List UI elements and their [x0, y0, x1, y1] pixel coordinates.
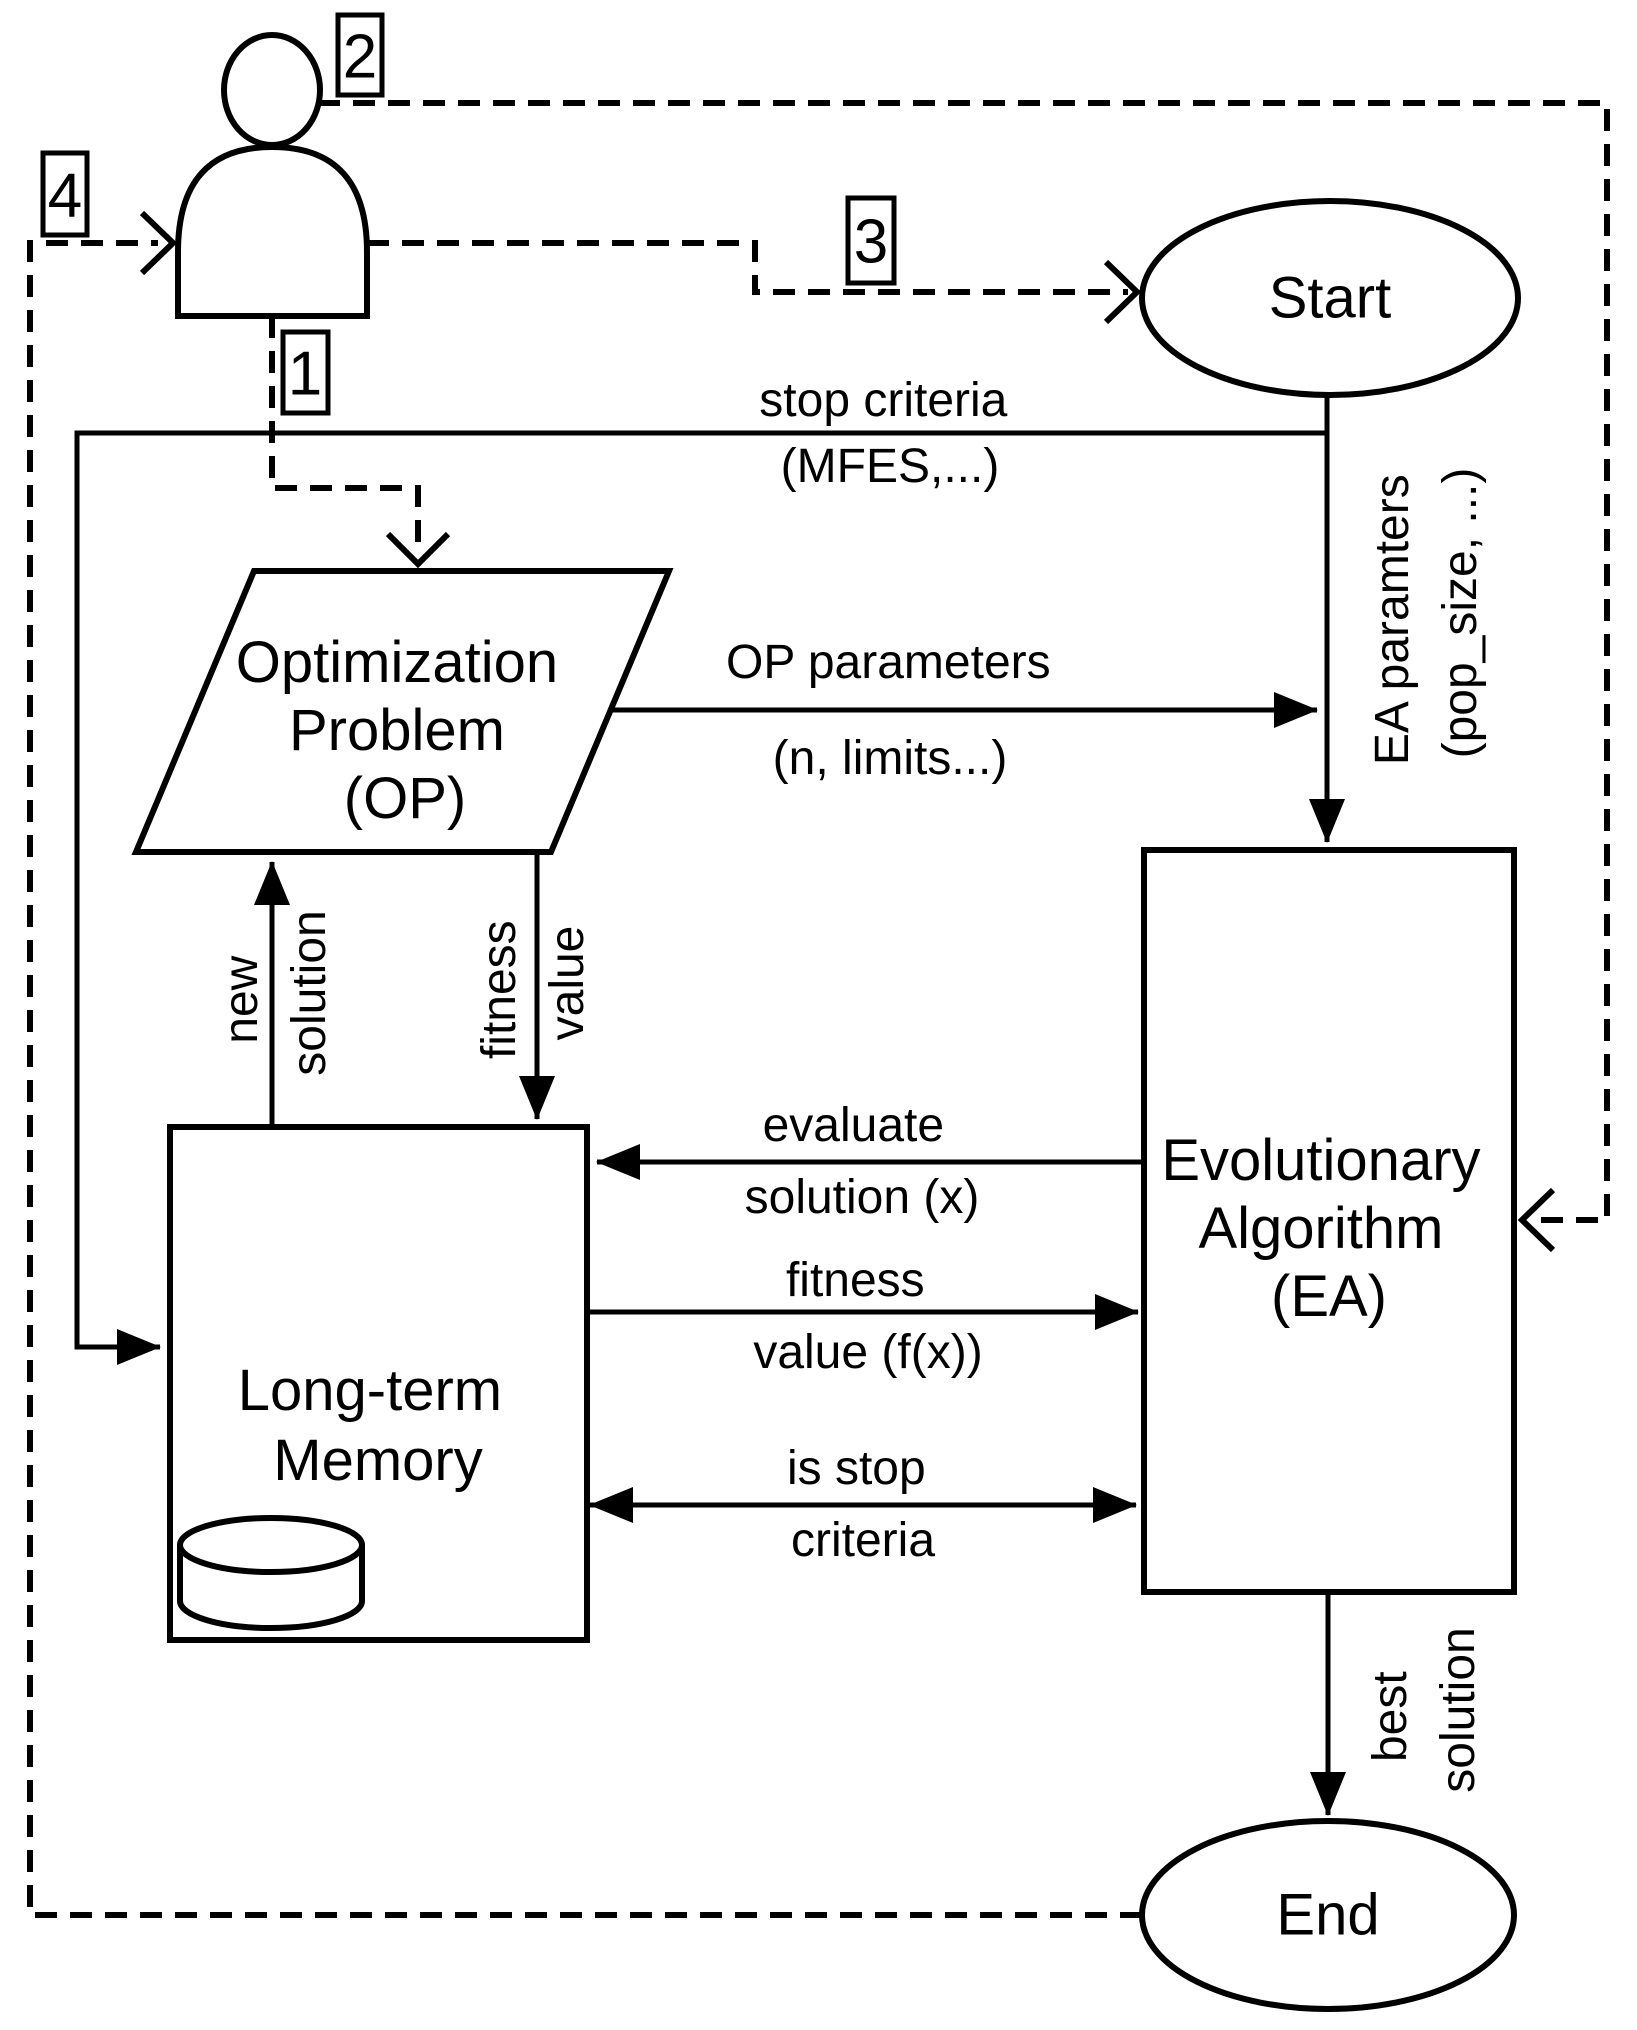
- ltm-label: Long-term Memory: [238, 1358, 518, 1493]
- dashed-user-paths: [27, 100, 1610, 1918]
- person-icon: [175, 32, 370, 319]
- dashed-arrowheads: [139, 210, 1556, 1253]
- dashed-path-1: [269, 316, 421, 552]
- step-1-label: 1: [288, 340, 322, 409]
- person-body-icon: [175, 143, 370, 319]
- op-label: Optimization Problem (OP): [236, 630, 574, 831]
- ea-label: Evolutionary Algorithm (EA): [1161, 1128, 1496, 1329]
- dashed-path-3: [367, 240, 1128, 295]
- node-end: End: [1139, 1818, 1517, 2012]
- arrowhead-down-icon: [385, 531, 451, 569]
- step-3-box: [845, 195, 897, 286]
- step-badges: 2 4 1 3: [40, 12, 897, 416]
- edge-labels: stop criteria (MFES,...) EA paramters (p…: [215, 374, 1487, 1793]
- op-parameters-label: OP parameters (n, limits...): [726, 636, 1064, 785]
- node-start: Start: [1139, 198, 1521, 398]
- end-label: End: [1276, 1883, 1379, 1948]
- start-label: Start: [1269, 266, 1392, 331]
- end-ellipse: [1139, 1818, 1517, 2012]
- step-2-label: 2: [343, 23, 377, 92]
- stop-criteria-label: stop criteria (MFES,...): [759, 374, 1020, 493]
- arrowhead-right-icon: [139, 210, 178, 276]
- evaluate-solution-label: evaluate solution (x): [745, 1099, 980, 1224]
- start-ellipse: [1139, 198, 1521, 398]
- step-1-box: [280, 329, 331, 416]
- solid-edges: [74, 392, 1346, 1816]
- database-top-icon: [177, 1515, 365, 1575]
- step-4-box: [40, 150, 90, 238]
- arrowhead-right-icon: [1103, 259, 1142, 325]
- dashed-path-4: [27, 240, 1142, 1918]
- step-3-label: 3: [854, 208, 888, 277]
- dashed-path-2: [318, 100, 1610, 1223]
- step-2-box: [335, 12, 385, 98]
- ea-parameters-label: EA paramters (pop_size, ...): [1366, 461, 1487, 765]
- database-icon: [177, 1515, 365, 1631]
- step-4-label: 4: [48, 162, 82, 231]
- person-head-icon: [221, 32, 323, 148]
- is-stop-criteria-label: is stop criteria: [787, 1442, 939, 1567]
- node-long-term-memory: Long-term Memory: [167, 1124, 590, 1643]
- new-solution-label: new solution: [215, 910, 336, 1075]
- arrowhead-left-icon: [1517, 1187, 1556, 1253]
- fitness-value-label: fitness value: [473, 907, 594, 1059]
- edge-stop-criteria: [74, 430, 1327, 1365]
- fitness-value-fx-label: fitness value (f(x)): [753, 1254, 982, 1379]
- ea-rect: [1141, 847, 1517, 1595]
- node-optimization-problem: Optimization Problem (OP): [131, 568, 674, 855]
- node-evolutionary-algorithm: Evolutionary Algorithm (EA): [1141, 847, 1517, 1595]
- op-parallelogram: [131, 568, 674, 855]
- best-solution-label: best solution: [1364, 1627, 1485, 1792]
